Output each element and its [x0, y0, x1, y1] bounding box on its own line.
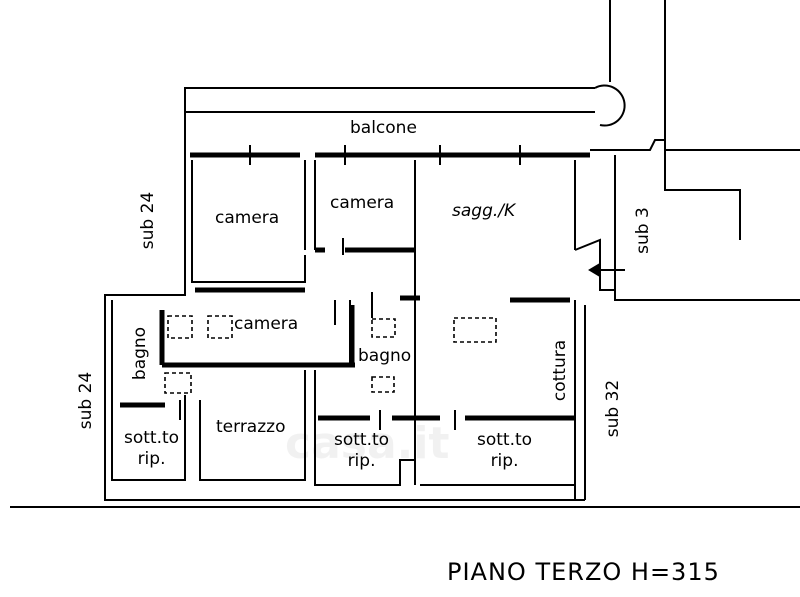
- entrance-arrow-icon: [588, 262, 625, 278]
- room-label-camera: camera: [330, 193, 395, 213]
- fixture-icon: [371, 376, 395, 393]
- neighbor-label-sub-32: sub 32: [603, 379, 624, 438]
- table-icon: [453, 317, 497, 343]
- label-line: rip.: [137, 449, 166, 470]
- label-line: sott.to: [334, 430, 390, 450]
- room-label-bagno: bagno: [130, 326, 151, 381]
- fixture-icon: [167, 315, 193, 339]
- label-line: sott.to: [477, 430, 533, 450]
- room-label-balcone: balcone: [350, 118, 417, 138]
- watermark: casa.it: [285, 418, 450, 469]
- plan-title: PIANO TERZO H=315: [447, 558, 720, 586]
- fixture-icon: [164, 372, 192, 394]
- balcony-outline: [184, 87, 595, 155]
- room-label-camera: camera: [234, 314, 299, 334]
- room-label-soggiorno: sagg./K: [452, 201, 516, 221]
- label-line: sott.to: [124, 428, 180, 448]
- neighbor-label-sub-24: sub 24: [76, 371, 97, 430]
- label-line: rip.: [347, 451, 376, 472]
- fixture-icon: [371, 318, 396, 338]
- room-label-terrazzo: terrazzo: [216, 417, 286, 437]
- room-label-cottura: cottura: [550, 339, 571, 402]
- neighbor-label-sub-3: sub 3: [632, 207, 653, 254]
- label-line: rip.: [490, 451, 519, 472]
- room-label-camera: camera: [215, 208, 280, 228]
- room-label-bagno: bagno: [358, 346, 412, 366]
- stair-curve: [594, 84, 626, 127]
- fixture-icon: [207, 315, 233, 339]
- neighbor-label-sub-24: sub 24: [138, 191, 159, 250]
